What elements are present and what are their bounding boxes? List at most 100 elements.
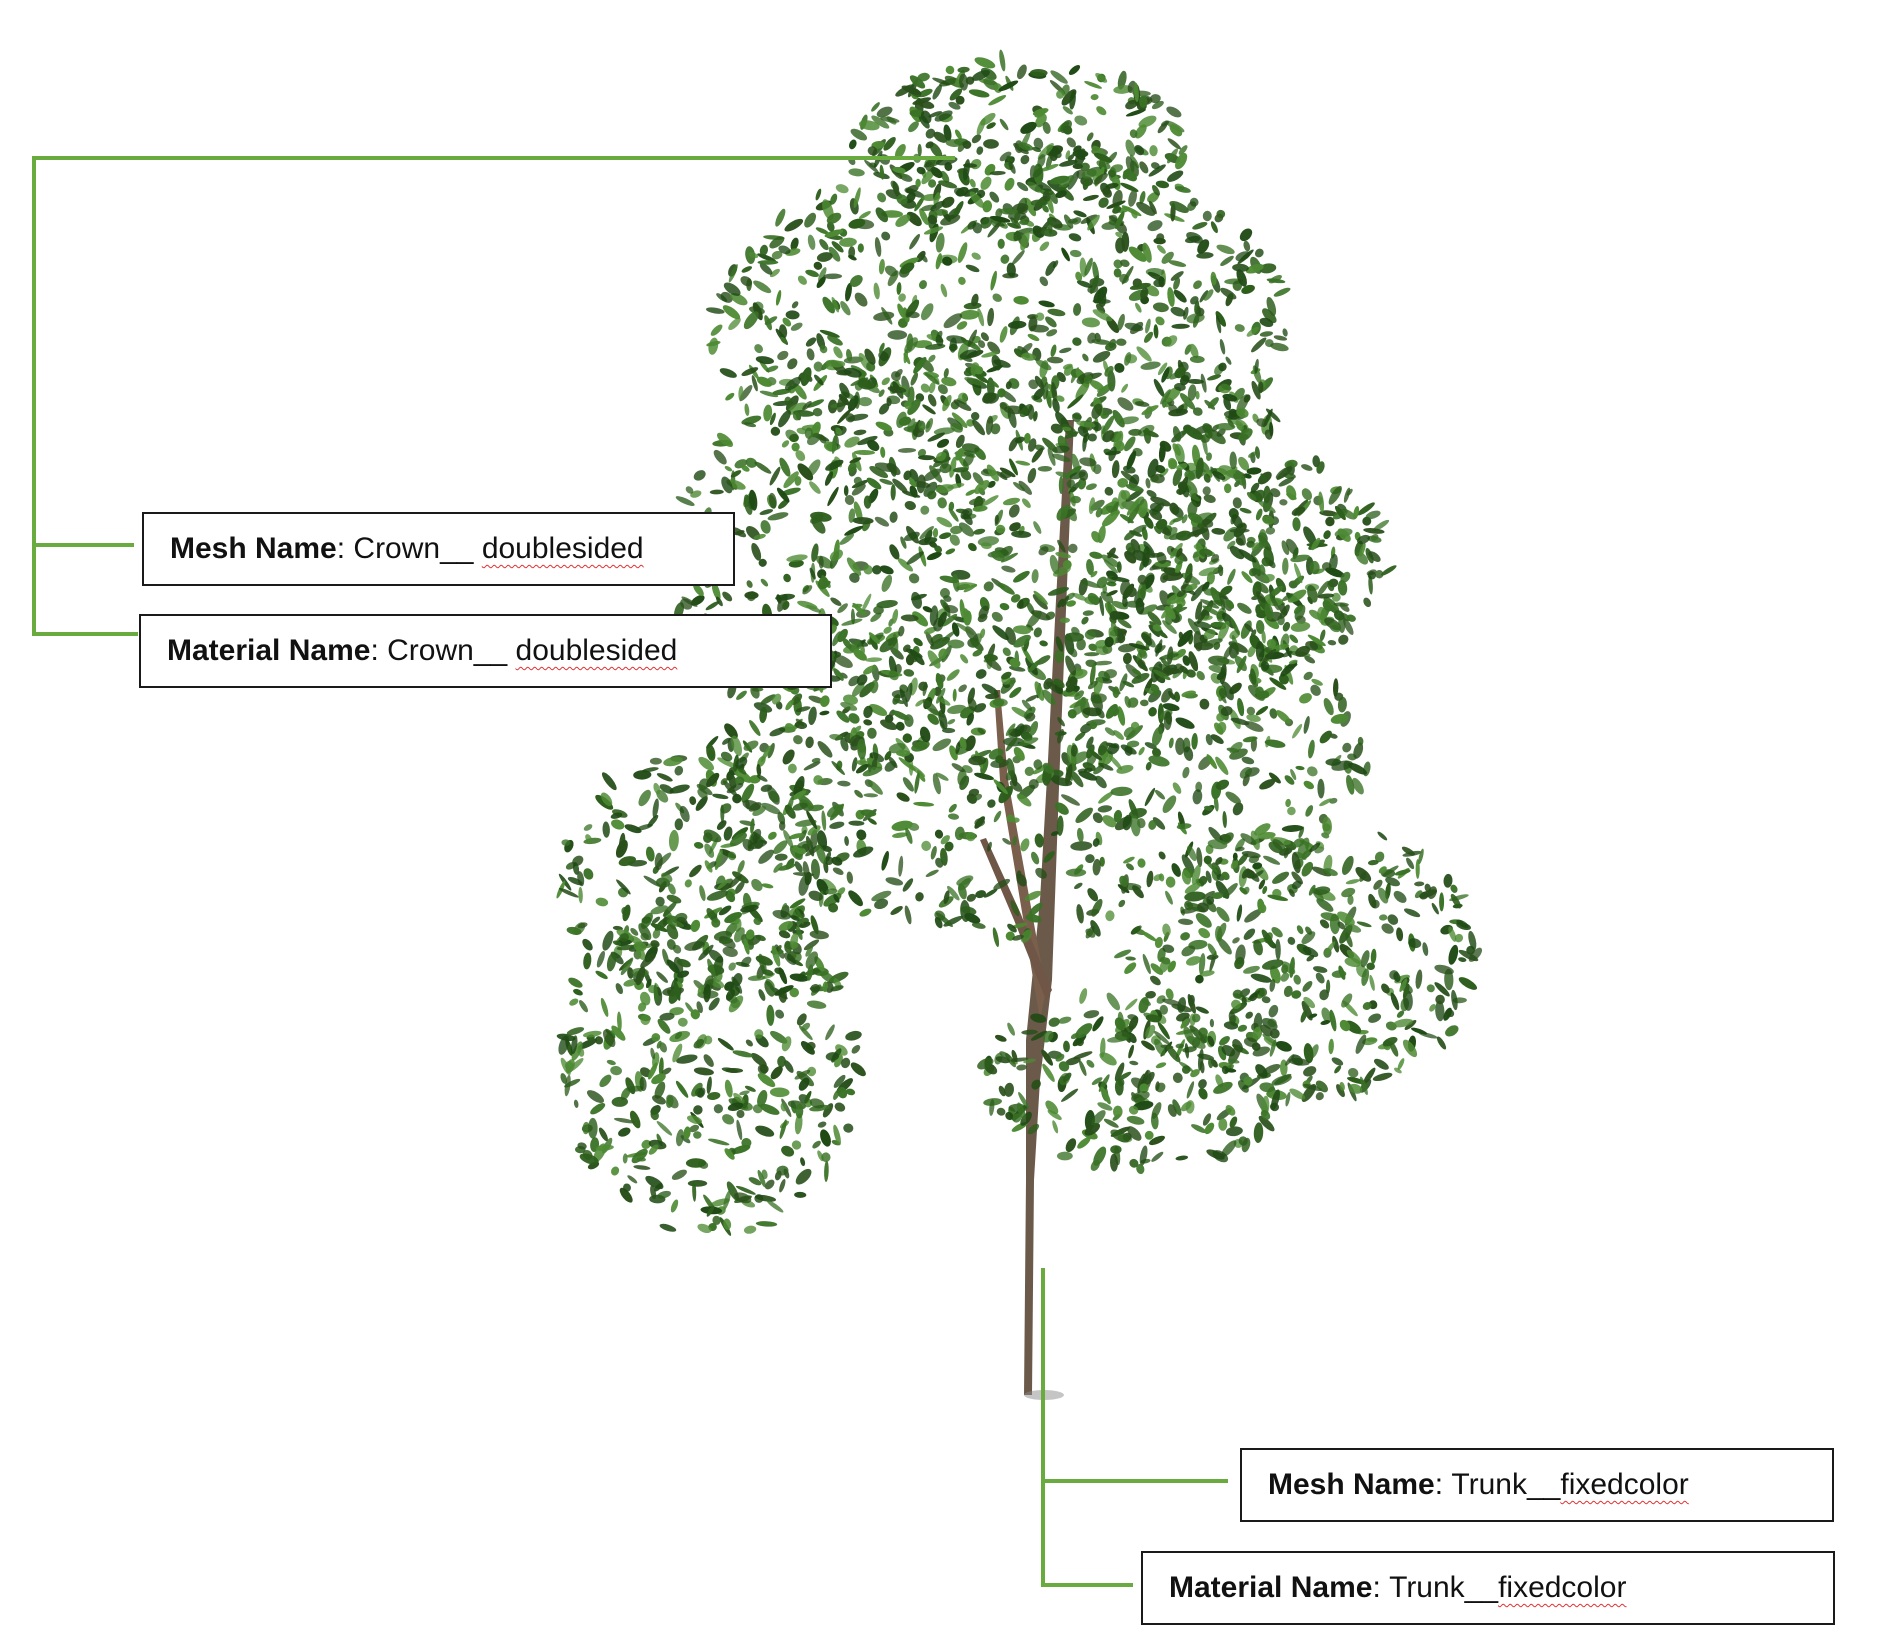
- leaf: [1102, 815, 1117, 828]
- leaf: [892, 609, 899, 624]
- leaf: [794, 861, 803, 873]
- leaf: [1116, 561, 1122, 573]
- leaf: [1448, 926, 1457, 942]
- leaf: [830, 193, 838, 205]
- leaf: [968, 788, 980, 797]
- leaf: [1151, 1151, 1164, 1162]
- leaf: [1290, 621, 1311, 632]
- leaf: [833, 1124, 841, 1146]
- leaf: [1086, 559, 1094, 576]
- leaf: [1122, 596, 1128, 608]
- leaf: [971, 412, 980, 421]
- leaf: [1105, 182, 1119, 189]
- leaf: [884, 750, 892, 761]
- leaf: [1222, 811, 1227, 828]
- leaf: [873, 282, 880, 300]
- leaf: [1468, 930, 1477, 950]
- leaf: [1089, 663, 1096, 686]
- leaf: [851, 757, 858, 772]
- leaf: [1095, 507, 1103, 518]
- leaf: [1450, 893, 1462, 909]
- leaf: [758, 849, 774, 864]
- leaf: [1065, 684, 1075, 693]
- leaf: [722, 946, 738, 957]
- leaf: [907, 418, 916, 429]
- leaf: [1367, 571, 1377, 580]
- leaf: [1038, 300, 1055, 308]
- leaf: [1139, 95, 1148, 108]
- leaf: [741, 1137, 752, 1148]
- leaf: [1368, 893, 1377, 909]
- leaf: [852, 602, 867, 617]
- crown-mesh-prefix: Crown__: [353, 532, 482, 565]
- leaf: [895, 721, 905, 731]
- leaf: [569, 998, 579, 1006]
- leaf: [1100, 591, 1114, 604]
- leaf: [1317, 580, 1330, 597]
- leaf: [962, 454, 974, 467]
- leaf: [822, 1103, 834, 1118]
- leaf: [1126, 498, 1140, 516]
- leaf: [926, 551, 942, 561]
- leaf: [821, 575, 831, 589]
- leaf: [695, 796, 708, 811]
- leaf: [732, 1050, 754, 1058]
- leaf: [1244, 909, 1262, 923]
- leaf: [739, 1090, 750, 1096]
- leaf: [1431, 902, 1439, 915]
- leaf: [1069, 770, 1084, 788]
- leaf: [1216, 671, 1227, 680]
- leaf: [995, 1034, 1007, 1042]
- leaf: [980, 332, 989, 342]
- leaf: [1000, 552, 1019, 563]
- leaf: [1212, 470, 1226, 480]
- leaf: [722, 737, 731, 745]
- leaf: [825, 459, 844, 471]
- leaf: [1122, 814, 1133, 831]
- leaf: [779, 457, 791, 477]
- leaf: [807, 825, 821, 836]
- leaf: [905, 828, 913, 844]
- leaf: [752, 302, 763, 321]
- leaf: [1136, 346, 1152, 362]
- leaf: [1117, 477, 1129, 488]
- leaf: [1111, 601, 1128, 610]
- leaf: [590, 1102, 606, 1115]
- leaf: [1006, 155, 1014, 164]
- leaf: [689, 864, 702, 878]
- leaf: [1030, 68, 1048, 77]
- leaf: [843, 1123, 854, 1133]
- leaf: [829, 821, 845, 829]
- leaf: [1195, 390, 1200, 400]
- leaf: [818, 267, 827, 283]
- leaf: [1157, 362, 1168, 376]
- leaf: [1337, 911, 1355, 926]
- leaf: [945, 548, 956, 555]
- leaf: [711, 581, 721, 601]
- leaf: [1104, 636, 1114, 648]
- leaf: [1240, 833, 1257, 846]
- leaf: [666, 924, 679, 940]
- leaf: [1153, 669, 1171, 681]
- leaf: [878, 259, 885, 275]
- leaf: [1223, 645, 1233, 660]
- leaf: [781, 1145, 795, 1157]
- leaf: [944, 605, 959, 614]
- leaf: [1253, 939, 1263, 956]
- leaf: [1124, 436, 1136, 452]
- leaf: [949, 88, 963, 101]
- leaf: [1236, 423, 1244, 431]
- leaf: [1155, 180, 1170, 189]
- leaf: [890, 906, 903, 915]
- leaf: [837, 628, 848, 643]
- leaf: [1278, 477, 1295, 487]
- leaf: [1088, 497, 1096, 515]
- leaf: [1415, 969, 1423, 989]
- leaf: [1074, 731, 1086, 741]
- leaf: [937, 611, 947, 628]
- leaf: [652, 1095, 666, 1105]
- leaf: [1016, 793, 1032, 807]
- leaf: [1373, 879, 1383, 890]
- leaf: [1162, 572, 1184, 581]
- leaf: [1192, 222, 1208, 230]
